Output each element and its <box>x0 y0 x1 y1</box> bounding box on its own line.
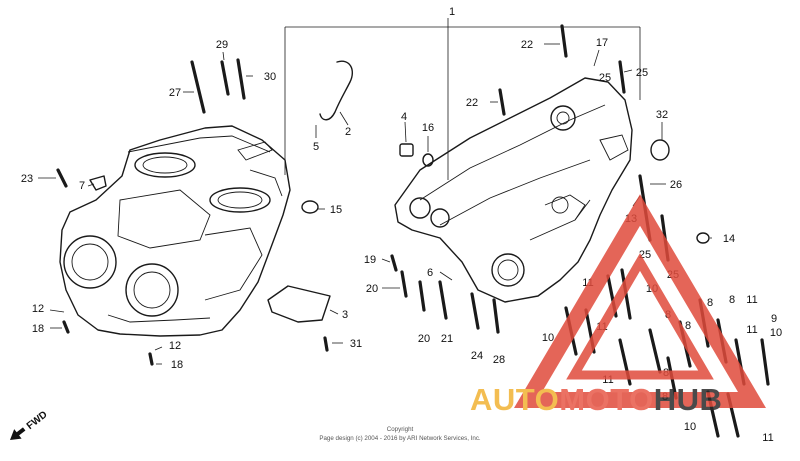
callout-28: 28 <box>493 354 505 366</box>
callout-27: 27 <box>169 87 181 99</box>
callout-25a: 25 <box>599 72 611 84</box>
watermark-moto: MOTO <box>559 382 653 417</box>
callout-22b: 22 <box>466 97 478 109</box>
callout-7: 7 <box>79 180 85 192</box>
callout-10b: 10 <box>542 332 554 344</box>
callout-26: 26 <box>670 179 682 191</box>
callout-8a: 8 <box>707 297 713 309</box>
callout-9: 9 <box>771 313 777 325</box>
callout-5: 5 <box>313 141 319 153</box>
callout-22a: 22 <box>521 39 533 51</box>
callout-23: 23 <box>21 173 33 185</box>
callout-11e: 11 <box>746 294 757 306</box>
breather-hose[interactable] <box>319 60 354 121</box>
callout-24: 24 <box>471 350 483 362</box>
fwd-label: FWD <box>25 409 50 432</box>
callout-20a: 20 <box>366 283 378 295</box>
callout-2: 2 <box>345 126 351 138</box>
callout-29: 29 <box>216 39 228 51</box>
fwd-direction-indicator: FWD <box>10 409 50 440</box>
callout-8b: 8 <box>729 294 735 306</box>
callout-10a: 10 <box>770 327 782 339</box>
watermark-hub: HUB <box>654 382 723 417</box>
callout-10d: 10 <box>684 421 696 433</box>
callout-21: 21 <box>441 333 453 345</box>
callout-11d: 11 <box>746 324 757 336</box>
callout-1: 1 <box>449 6 455 18</box>
oil-seal-15[interactable] <box>301 200 319 214</box>
copyright-line-2: Page design (c) 2004 - 2016 by ARI Netwo… <box>319 435 481 442</box>
upper-crankcase[interactable] <box>59 125 291 337</box>
assembly-bracket <box>284 18 641 180</box>
callout-25b: 25 <box>636 67 648 79</box>
callout-18b: 18 <box>171 359 183 371</box>
callout-17: 17 <box>596 37 608 49</box>
oil-seal-32[interactable] <box>650 139 670 161</box>
callout-3: 3 <box>342 309 348 321</box>
bolt-set-left[interactable] <box>56 58 329 366</box>
callout-11f: 11 <box>762 432 773 444</box>
callout-20b: 20 <box>418 333 430 345</box>
callout-12b: 12 <box>169 340 181 352</box>
o-ring-16[interactable] <box>422 153 434 167</box>
callout-19: 19 <box>364 254 376 266</box>
callout-15: 15 <box>330 204 342 216</box>
watermark-text-line: AUTOMOTOHUB <box>470 382 722 417</box>
oil-pipe-plate[interactable] <box>267 285 331 323</box>
copyright-line-1: Copyright <box>387 426 414 433</box>
watermark-logo: AUTOMOTOHUB <box>470 194 767 417</box>
plug-7[interactable] <box>89 175 107 191</box>
callout-14: 14 <box>723 233 735 245</box>
watermark-auto: AUTO <box>470 382 559 417</box>
callout-12a: 12 <box>32 303 44 315</box>
callout-16: 16 <box>422 122 434 134</box>
callout-30: 30 <box>264 71 276 83</box>
callout-18a: 18 <box>32 323 44 335</box>
callout-32: 32 <box>656 109 668 121</box>
callout-31: 31 <box>350 338 362 350</box>
dowel-4[interactable] <box>399 143 414 157</box>
callout-8c: 8 <box>685 320 691 332</box>
callout-6: 6 <box>427 267 433 279</box>
callout-4: 4 <box>401 111 407 123</box>
watermark-triangle-icon <box>513 194 767 408</box>
lower-crankcase[interactable] <box>394 77 633 303</box>
callout-11c: 11 <box>602 374 613 386</box>
washer-14[interactable] <box>696 232 710 244</box>
